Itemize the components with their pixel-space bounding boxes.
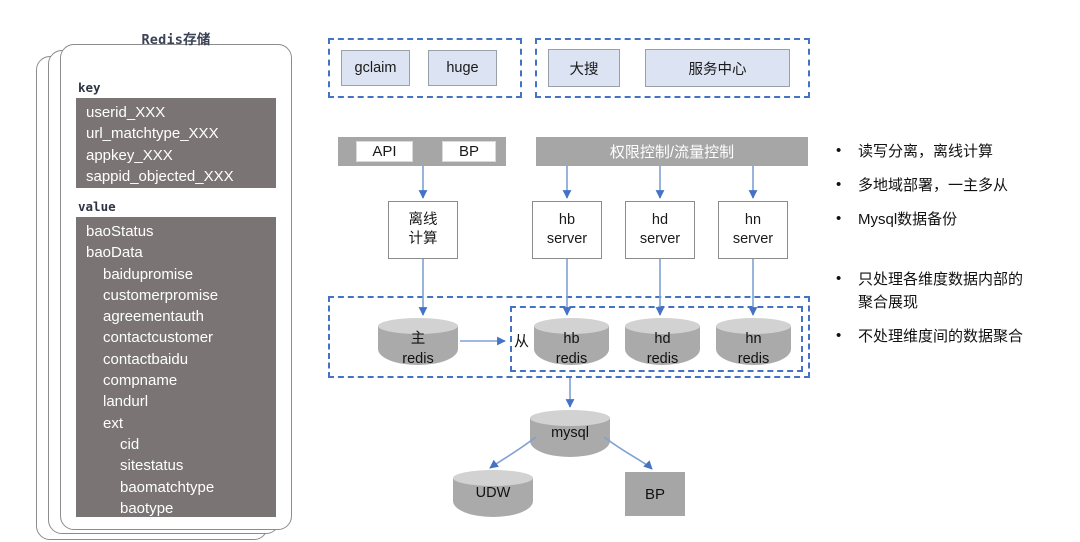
- note-item: • 多地域部署，一主多从: [836, 174, 1076, 197]
- note-text: 不处理维度间的数据聚合: [858, 328, 1024, 345]
- cylinder-master-redis-line2: redis: [402, 350, 434, 367]
- cylinder-hd-redis-label: hd redis: [625, 330, 700, 369]
- value-values-panel: baoStatus baoData baidupromise customerprom…: [76, 217, 276, 517]
- notes-group-divider: [836, 242, 1076, 268]
- key-item: userid_XXX: [86, 104, 166, 121]
- note-item: • Mysql数据备份: [836, 208, 1076, 231]
- note-item: • 不处理维度间的数据聚合: [836, 325, 1076, 348]
- consumer-gclaim[interactable]: gclaim: [341, 50, 410, 86]
- node-hb-server-line2: server: [546, 231, 588, 247]
- cylinder-hb-redis-line1: hb: [563, 331, 580, 347]
- note-item: • 只处理各维度数据内部的 聚合展现: [836, 268, 1076, 314]
- consumer-dasou[interactable]: 大搜: [548, 49, 620, 87]
- node-hb-server-line1: hb: [558, 212, 576, 228]
- chip-api[interactable]: API: [356, 141, 413, 162]
- redis-slave-boundary: [510, 306, 803, 372]
- value-item: ext: [103, 414, 124, 432]
- cylinder-top: [716, 318, 791, 334]
- value-item: contactbaidu: [103, 350, 189, 368]
- access-control-bar: 权限控制/流量控制: [536, 137, 808, 166]
- key-field-label: key: [78, 80, 101, 95]
- node-hd-server-line2: server: [639, 231, 681, 247]
- redis-storage-title: Redis存储: [141, 32, 211, 48]
- note-text: 只处理各维度数据内部的 聚合展现: [858, 271, 1024, 311]
- consumer-huge[interactable]: huge: [428, 50, 497, 86]
- chip-bp[interactable]: BP: [442, 141, 496, 162]
- cylinder-hn-redis[interactable]: hn redis: [716, 318, 791, 367]
- cylinder-hn-redis-label: hn redis: [716, 330, 791, 369]
- cylinder-hb-redis[interactable]: hb redis: [534, 318, 609, 367]
- note-item: • 读写分离，离线计算: [836, 140, 1076, 163]
- key-item: appkey_XXX: [86, 146, 173, 164]
- value-item: contactcustomer: [103, 329, 214, 347]
- node-offline-compute-line2: 计算: [408, 231, 438, 247]
- cylinder-hb-redis-line2: redis: [555, 350, 588, 367]
- note-text: 读写分离，离线计算: [858, 143, 994, 160]
- node-offline-compute[interactable]: 离线 计算: [388, 201, 458, 259]
- key-item: url_matchtype_XXX: [86, 125, 219, 143]
- node-offline-compute-line1: 离线: [408, 212, 438, 228]
- node-hd-server-line1: hd: [651, 212, 669, 228]
- cylinder-top: [530, 410, 610, 426]
- cylinder-master-redis[interactable]: 主 redis: [378, 318, 458, 367]
- value-item: compname: [103, 372, 178, 390]
- slave-mark-label: 从: [514, 333, 530, 350]
- cylinder-hd-redis[interactable]: hd redis: [625, 318, 700, 367]
- value-item: baomatchtype: [120, 478, 215, 496]
- cylinder-mysql[interactable]: mysql: [530, 410, 610, 457]
- consumer-group-b-boundary: [535, 38, 810, 98]
- cylinder-top: [378, 318, 458, 334]
- node-hb-server[interactable]: hb server: [532, 201, 602, 259]
- notes-list: • 读写分离，离线计算 • 多地域部署，一主多从 • Mysql数据备份 • 只…: [836, 140, 1076, 359]
- node-bp-output[interactable]: BP: [625, 472, 685, 516]
- cylinder-udw-label: UDW: [475, 485, 511, 501]
- consumer-service-center[interactable]: 服务中心: [645, 49, 790, 87]
- cylinder-top: [534, 318, 609, 334]
- note-text: 多地域部署，一主多从: [858, 177, 1009, 194]
- value-item: baidupromise: [103, 265, 194, 283]
- redis-cluster-boundary: [328, 296, 810, 378]
- value-field-label: value: [78, 199, 116, 214]
- bullet-icon: •: [836, 210, 842, 227]
- cylinder-hb-redis-label: hb redis: [534, 330, 609, 369]
- value-item: baoData: [86, 244, 143, 262]
- consumer-group-a-boundary: [328, 38, 522, 98]
- bullet-icon: •: [836, 142, 842, 159]
- value-item: baoStatus: [86, 223, 154, 240]
- cylinder-hd-redis-line1: hd: [654, 331, 671, 347]
- value-item: landurl: [103, 393, 149, 411]
- value-item: agreementauth: [103, 308, 204, 326]
- key-item: sappid_objected_XXX: [86, 167, 234, 185]
- cylinder-top: [453, 470, 533, 486]
- bullet-icon: •: [836, 176, 842, 193]
- cylinder-top: [625, 318, 700, 334]
- value-item: cid: [120, 435, 140, 453]
- node-hn-server-line2: server: [732, 231, 774, 247]
- node-hd-server[interactable]: hd server: [625, 201, 695, 259]
- cylinder-master-redis-label: 主 redis: [378, 330, 458, 369]
- node-hn-server[interactable]: hn server: [718, 201, 788, 259]
- cylinder-master-redis-line1: 主: [410, 331, 426, 347]
- value-item: baotype: [120, 499, 174, 517]
- value-item: sitestatus: [120, 457, 184, 475]
- cylinder-hn-redis-line1: hn: [745, 331, 762, 347]
- cylinder-mysql-label: mysql: [551, 425, 589, 441]
- cylinder-udw[interactable]: UDW: [453, 470, 533, 517]
- bullet-icon: •: [836, 270, 842, 287]
- note-text: Mysql数据备份: [858, 211, 958, 228]
- node-hn-server-line1: hn: [744, 212, 762, 228]
- bullet-icon: •: [836, 327, 842, 344]
- cylinder-hd-redis-line2: redis: [646, 350, 679, 367]
- cylinder-hn-redis-line2: redis: [737, 350, 770, 367]
- value-item: customerpromise: [103, 286, 219, 304]
